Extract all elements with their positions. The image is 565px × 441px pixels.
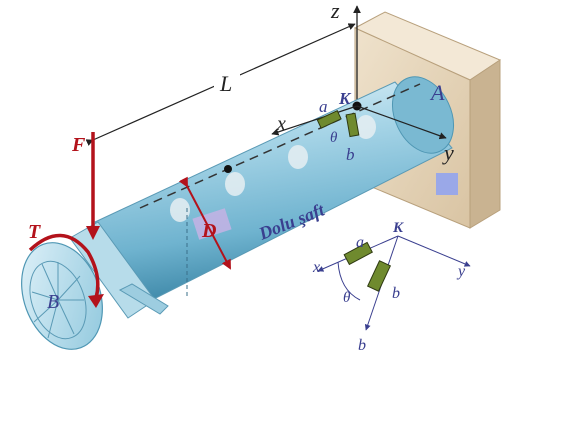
diameter-label: D: [201, 220, 216, 242]
gauge-a-label-top: a: [319, 97, 328, 116]
gauge-b-label-detail: b: [392, 285, 400, 302]
force-f: F: [71, 132, 100, 240]
support-label-a: A: [429, 80, 445, 105]
x-label-detail: x: [312, 259, 320, 276]
diameter-dimension: D: [178, 176, 231, 270]
end-cap-spokes: [31, 262, 84, 339]
force-label: F: [71, 134, 86, 156]
torque-t: T: [28, 221, 104, 308]
gauge-detail: K a b x y θ b: [312, 220, 471, 354]
theta-label-detail: θ: [343, 290, 351, 306]
stress-element-marker: [436, 173, 458, 195]
z-axis-label: z: [330, 0, 340, 23]
y-label-detail: y: [456, 263, 466, 280]
y-axis-detail: [397, 235, 471, 267]
top-axes: x y: [271, 105, 454, 165]
gauge-b-label-top: b: [346, 145, 355, 164]
strain-gauge-top: a K θ b: [316, 89, 360, 164]
end-label-b: B: [47, 291, 59, 313]
b-axis-label-detail: b: [358, 337, 366, 354]
torque-label: T: [28, 221, 41, 243]
length-dimension: L: [85, 23, 356, 146]
y-label-top: y: [442, 140, 454, 165]
gauge-a-label-detail: a: [356, 234, 364, 251]
surface-point: [224, 165, 232, 173]
theta-label-top: θ: [330, 130, 338, 146]
y-axis-top: [356, 105, 447, 140]
z-axis: z: [330, 0, 361, 100]
solid-shaft: Dolu şaft: [21, 76, 454, 350]
x-axis-top: [271, 105, 358, 136]
x-label-top: x: [276, 113, 286, 135]
point-k-label-detail: K: [392, 220, 404, 236]
point-k-label-top: K: [338, 89, 352, 108]
length-label: L: [219, 71, 232, 96]
